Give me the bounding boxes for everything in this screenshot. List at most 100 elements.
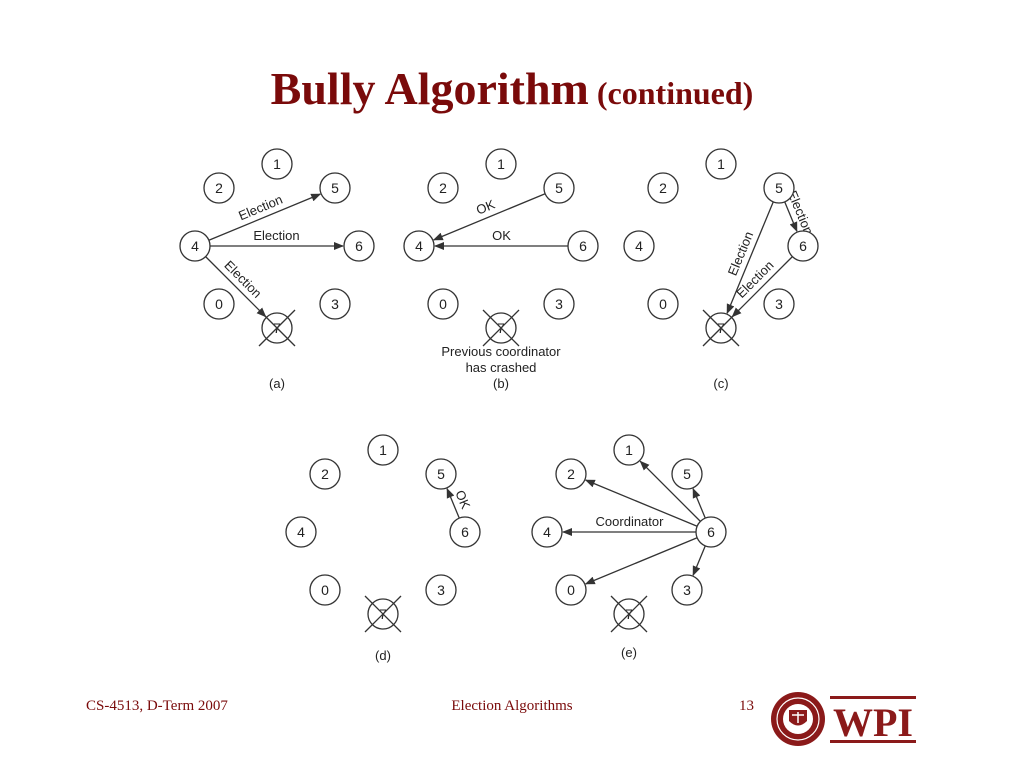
node-5: 5 — [425, 458, 457, 490]
node-6: 6 — [695, 516, 727, 548]
panel-label: (b) — [493, 376, 509, 391]
node-label: 2 — [215, 180, 223, 196]
node-7: 7 — [482, 309, 520, 347]
node-4: 4 — [623, 230, 655, 262]
node-3: 3 — [543, 288, 575, 320]
edge-6-to-0 — [584, 537, 698, 585]
node-label: 3 — [437, 582, 445, 598]
node-label: 2 — [321, 466, 329, 482]
edge-5-to-7 — [726, 201, 774, 315]
node-label: 4 — [415, 238, 423, 254]
node-6: 6 — [343, 230, 375, 262]
bully-election-diagram: ElectionElectionElection01234567(a)OKOK0… — [179, 148, 819, 663]
node-label: 4 — [297, 524, 305, 540]
node-2: 2 — [309, 458, 341, 490]
node-7: 7 — [702, 309, 740, 347]
edge-6-to-7 — [731, 256, 793, 318]
edge-5-to-4 — [432, 193, 546, 241]
edge-label: OK — [452, 488, 473, 511]
node-label: 1 — [497, 156, 505, 172]
node-5: 5 — [319, 172, 351, 204]
crash-note: has crashed — [466, 360, 537, 375]
node-0: 0 — [555, 574, 587, 606]
node-label: 1 — [379, 442, 387, 458]
node-label: 2 — [659, 180, 667, 196]
node-label: 6 — [461, 524, 469, 540]
node-label: 6 — [707, 524, 715, 540]
node-label: 5 — [331, 180, 339, 196]
node-label: 1 — [717, 156, 725, 172]
node-3: 3 — [319, 288, 351, 320]
edge-4-to-5 — [208, 193, 322, 241]
node-2: 2 — [203, 172, 235, 204]
node-label: 3 — [775, 296, 783, 312]
node-1: 1 — [367, 434, 399, 466]
node-4: 4 — [285, 516, 317, 548]
crashed-cross — [364, 595, 402, 633]
node-label: 6 — [799, 238, 807, 254]
node-label: 1 — [625, 442, 633, 458]
edge-label: Coordinator — [596, 514, 665, 529]
edge-6-to-2 — [584, 479, 698, 527]
crashed-cross — [702, 309, 740, 347]
node-5: 5 — [763, 172, 795, 204]
node-2: 2 — [427, 172, 459, 204]
node-2: 2 — [647, 172, 679, 204]
wpi-logo-text: WPI — [833, 700, 913, 745]
edge-4-to-7 — [205, 256, 267, 318]
title-main: Bully Algorithm — [270, 63, 589, 114]
node-label: 0 — [567, 582, 575, 598]
node-label: 1 — [273, 156, 281, 172]
edge-6-to-5 — [692, 487, 706, 519]
node-label: 6 — [355, 238, 363, 254]
node-7: 7 — [258, 309, 296, 347]
node-label: 5 — [775, 180, 783, 196]
slide-title: Bully Algorithm (continued) — [0, 62, 1024, 115]
node-label: 0 — [659, 296, 667, 312]
node-0: 0 — [203, 288, 235, 320]
crashed-cross — [258, 309, 296, 347]
node-label: 2 — [567, 466, 575, 482]
title-subtitle: (continued) — [596, 75, 754, 111]
node-1: 1 — [485, 148, 517, 180]
node-3: 3 — [671, 574, 703, 606]
node-3: 3 — [763, 288, 795, 320]
node-1: 1 — [705, 148, 737, 180]
node-5: 5 — [671, 458, 703, 490]
node-7: 7 — [610, 595, 648, 633]
footer-course: CS-4513, D-Term 2007 — [86, 698, 228, 714]
node-label: 4 — [635, 238, 643, 254]
node-7: 7 — [364, 595, 402, 633]
crashed-cross — [482, 309, 520, 347]
node-4: 4 — [403, 230, 435, 262]
edge-label: Election — [253, 228, 299, 243]
node-0: 0 — [647, 288, 679, 320]
node-2: 2 — [555, 458, 587, 490]
edge-6-to-3 — [692, 545, 706, 577]
node-label: 4 — [191, 238, 199, 254]
node-label: 6 — [579, 238, 587, 254]
wpi-logo: WPI — [771, 692, 916, 746]
node-6: 6 — [449, 516, 481, 548]
panel-label: (a) — [269, 376, 285, 391]
panel-label: (e) — [621, 645, 637, 660]
edge-label: OK — [492, 228, 511, 243]
node-1: 1 — [261, 148, 293, 180]
node-3: 3 — [425, 574, 457, 606]
node-label: 4 — [543, 524, 551, 540]
footer-page-number: 13 — [739, 698, 754, 714]
node-1: 1 — [613, 434, 645, 466]
node-5: 5 — [543, 172, 575, 204]
node-label: 2 — [439, 180, 447, 196]
node-label: 0 — [321, 582, 329, 598]
node-4: 4 — [179, 230, 211, 262]
node-label: 5 — [683, 466, 691, 482]
node-label: 5 — [437, 466, 445, 482]
node-0: 0 — [427, 288, 459, 320]
panel-label: (c) — [713, 376, 728, 391]
panel-label: (d) — [375, 648, 391, 663]
node-label: 3 — [555, 296, 563, 312]
node-0: 0 — [309, 574, 341, 606]
panel-d: OK 0 1 2 3 4 5 6 7 (d) — [285, 434, 481, 663]
